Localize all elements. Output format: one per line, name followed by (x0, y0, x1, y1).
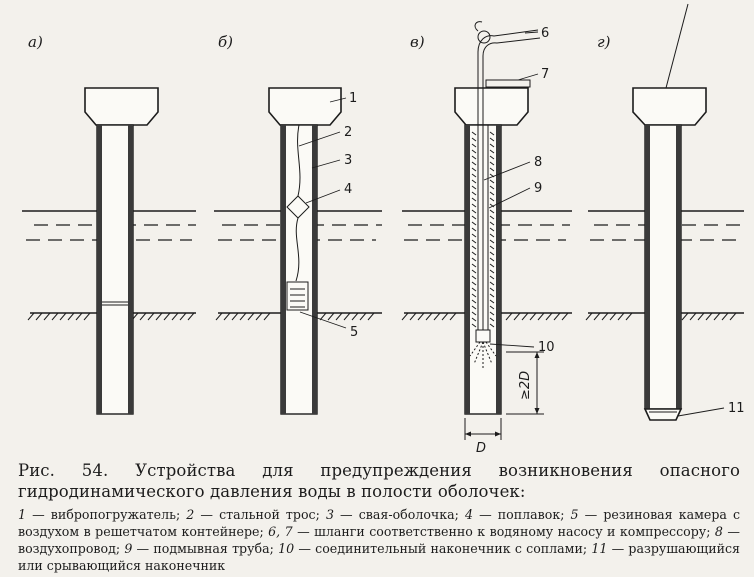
caption-title: Рис. 54. Устройства для предупреждения в… (18, 461, 740, 501)
pile-shell-a (96, 124, 134, 415)
legend-item: 11 — разрушающийся или срывающийся након… (18, 541, 740, 573)
callout-4: 4 (344, 182, 352, 197)
legend-text: соединительный наконечник с соплами (315, 541, 583, 556)
steel-cable (297, 124, 301, 197)
legend-item: 4 — поплавок; (464, 507, 571, 522)
legend-number: 5 (570, 507, 579, 522)
legend-number: 3 (325, 507, 334, 522)
panel-label-b: б) (218, 33, 233, 51)
legend-text: шланги соответственно к водяному насосу … (314, 524, 707, 539)
callout-3: 3 (344, 153, 352, 168)
callout-5: 5 (350, 325, 358, 340)
legend-text: поплавок (497, 507, 561, 522)
legend-number: 11 (591, 541, 608, 556)
callout-1: 1 (349, 91, 357, 106)
pile-shell-b (280, 124, 318, 415)
water-hose (477, 29, 539, 76)
legend-text: воздухопровод (18, 541, 116, 556)
panel-label-v: в) (410, 33, 425, 51)
air-chamber (286, 281, 309, 311)
panel-a (84, 87, 159, 415)
pile-devices-diagram: а) б) в) г) 1 2 3 4 5 6 7 8 9 10 11 D ≥2… (22, 3, 745, 456)
callout-6: 6 (541, 26, 549, 41)
legend-item: 9 — подмывная труба; (124, 541, 279, 556)
ground-line (27, 312, 744, 321)
vibrator-cap-a (84, 87, 159, 126)
legend-text: подмывная труба (153, 541, 270, 556)
legend-text: разрушающийся или срывающийся наконечник (18, 541, 740, 573)
legend-item: 5 — резиновая камера с воздухом в решетч… (18, 507, 741, 539)
callout-10: 10 (538, 340, 555, 355)
callout-7: 7 (541, 67, 549, 82)
legend-number: 6, 7 (268, 524, 293, 539)
callout-9: 9 (534, 181, 542, 196)
pile-shell-g (644, 124, 682, 410)
panel-label-g: г) (597, 33, 611, 51)
panel-g (632, 3, 707, 421)
callout-11: 11 (728, 401, 745, 416)
diameter-label: D (476, 441, 486, 456)
callout-2: 2 (344, 125, 352, 140)
legend-number: 2 (186, 507, 195, 522)
legend-item: 8 — воздухопровод; (18, 524, 740, 556)
figure-caption: Рис. 54. Устройства для предупреждения в… (18, 460, 740, 574)
breakable-tip (643, 408, 683, 421)
air-hose (485, 79, 531, 88)
legend-text: резиновая камера с воздухом в решетчатом… (18, 507, 741, 539)
legend-item: 2 — стальной трос; (186, 507, 326, 522)
legend-text: вибропогружатель (50, 507, 176, 522)
callout-8: 8 (534, 155, 542, 170)
legend-number: 4 (464, 507, 473, 522)
vibrator-cap-b (268, 87, 342, 126)
legend-text: свая-оболочка (358, 507, 455, 522)
panel-label-a: а) (28, 33, 43, 51)
legend-number: 8 (714, 524, 723, 539)
lifting-cable (665, 3, 689, 89)
legend-item: 1 — вибропогружатель; (18, 507, 187, 522)
legend-number: 10 (278, 541, 295, 556)
vibrator-cap-v (454, 87, 529, 126)
leader-lines (298, 31, 725, 417)
legend-number: 9 (124, 541, 133, 556)
legend-item: 6, 7 — шланги соответственно к водяному … (268, 524, 715, 539)
vibrator-cap-g (632, 87, 707, 126)
depth-label: ≥2D (518, 371, 533, 400)
panel-v (454, 21, 544, 440)
legend-item: 10 — соединительный наконечник с соплами… (278, 541, 592, 556)
legend-item: 3 — свая-оболочка; (325, 507, 465, 522)
legend-text: стальной трос (219, 507, 316, 522)
legend-number: 1 (18, 507, 27, 522)
panel-b (268, 87, 342, 415)
caption-legend: 1 — вибропогружатель; 2 — стальной трос;… (18, 506, 740, 574)
